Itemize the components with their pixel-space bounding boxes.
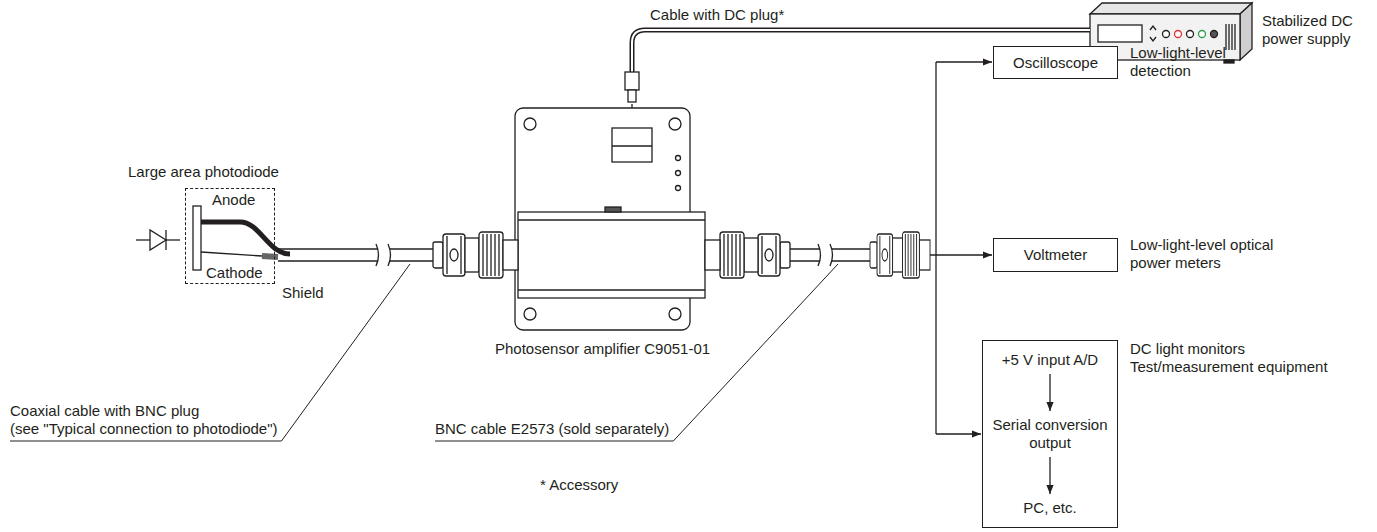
terminal-name: Cathode (206, 264, 263, 282)
cable-label: Coaxial cable with BNC plug (10, 402, 199, 420)
note-label: (see "Typical connection to photodiode") (10, 420, 277, 438)
box-text: Oscilloscope (1013, 54, 1098, 72)
flow-arrow (1049, 457, 1050, 494)
photodiode-illustration (136, 206, 290, 270)
component-title: Large area photodiode (128, 163, 279, 181)
photodiode-box: Large area photodiodeAnodeCathode (185, 188, 275, 284)
box-text: PC, etc. (1023, 499, 1076, 517)
cable-label: BNC cable E2573 (sold separately) (435, 420, 669, 438)
terminal-name: Anode (212, 191, 255, 209)
bnc-plug (870, 232, 930, 278)
box-text: Voltmeter (1024, 246, 1087, 264)
process-box: +5 V input A/D Serial conversion outputPC… (982, 340, 1118, 528)
bnc-connector (705, 232, 790, 278)
coaxial-cable (278, 244, 433, 266)
footnote: * Accessory (540, 476, 618, 494)
amplifier-board (515, 108, 705, 330)
application-label: Low-light-level detection (1130, 44, 1276, 80)
application-label: DC light monitors Test/measurement equip… (1130, 340, 1345, 376)
application-label: Low-light-level optical power meters (1130, 236, 1276, 272)
leader-line (435, 264, 838, 441)
instrument-box: Voltmeter (993, 238, 1118, 272)
bnc-cable (790, 244, 870, 266)
leader-line (10, 264, 410, 441)
flow-arrow (1049, 374, 1050, 411)
part-label: Shield (282, 284, 324, 302)
cable-label: Cable with DC plug* (650, 6, 784, 24)
device-label: Photosensor amplifier C9051-01 (495, 340, 710, 358)
box-text: Serial conversion output (988, 416, 1112, 452)
bnc-connector (433, 232, 518, 278)
instrument-box: Oscilloscope (993, 46, 1118, 79)
device-label: Stabilized DC power supply (1262, 12, 1372, 48)
box-text: +5 V input A/D (1002, 351, 1098, 369)
